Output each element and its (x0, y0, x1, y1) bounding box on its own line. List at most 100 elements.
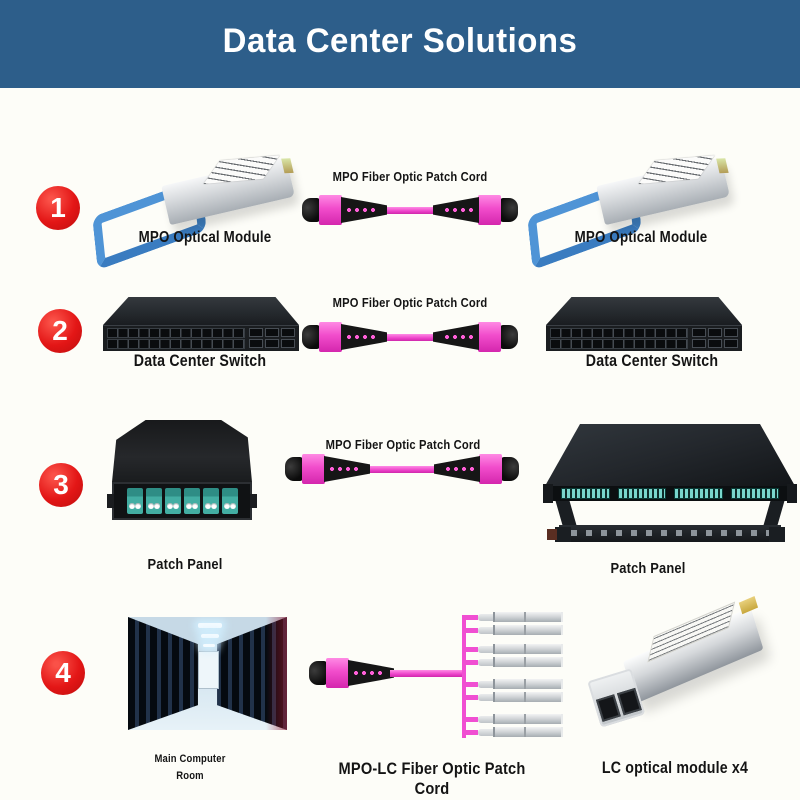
qsfp-sticker (638, 155, 715, 185)
mounting-ear (543, 484, 553, 503)
connector-sleeve (478, 195, 501, 225)
data-center-switch-label-right: Data Center Switch (585, 352, 719, 370)
connector-sleeve (319, 195, 342, 225)
mpo-connector-right (433, 322, 518, 352)
lc-adapter (145, 488, 162, 514)
frame-arm (555, 501, 577, 525)
breakout-mpo-connector (309, 658, 394, 688)
server-room-photo (128, 617, 287, 730)
lc-adapter (126, 488, 143, 514)
data-center-switch-image-right (546, 297, 742, 351)
switch-uplink-ports (692, 328, 738, 348)
cassette-front (107, 482, 257, 520)
lc-body (493, 692, 563, 702)
lc-adapter (164, 488, 181, 514)
lc-body (493, 657, 563, 667)
fiber-cable (387, 206, 433, 214)
connector-tip (500, 198, 518, 222)
lc-body (493, 714, 563, 724)
lc-optical-module-label: LC optical module x4 (601, 759, 749, 777)
lc-stub (465, 659, 478, 665)
lc-connector (465, 726, 563, 738)
cassette-latch (107, 494, 114, 508)
switch-uplink-ports (249, 328, 295, 348)
connector-sleeve (478, 322, 501, 352)
mounting-ear (787, 484, 797, 503)
ceiling-light (202, 644, 216, 648)
ceiling-light (201, 633, 219, 639)
switch-front-face (546, 325, 742, 351)
qsfp-body (596, 155, 730, 226)
lc-connector (465, 678, 563, 690)
server-rack-row-left (128, 617, 198, 730)
lc-stub (465, 729, 478, 735)
lc-port (595, 694, 621, 722)
lc-boot (478, 626, 493, 634)
lc-boot (478, 728, 493, 736)
fiber-cable (370, 465, 434, 473)
mpo-connector-left (302, 195, 387, 225)
main-computer-room-label: Main Computer Room (138, 751, 241, 784)
lc-body (493, 679, 563, 689)
lc-adapter (183, 488, 200, 514)
connector-tip (501, 457, 519, 481)
aqua-port-group (674, 488, 723, 499)
lc-stub (465, 627, 478, 633)
lc-boot (478, 645, 493, 653)
switch-port-row (550, 328, 688, 338)
mpo-patch-cord-image-1 (302, 193, 518, 227)
ceiling-light (197, 622, 222, 629)
frame-arm (763, 501, 785, 525)
patch-panel-cassette-image (107, 420, 257, 520)
mpo-optical-module-label-right: MPO Optical Module (574, 229, 708, 246)
rack-panel-frame (545, 501, 795, 525)
connector-boot (348, 660, 394, 686)
cassette-top (112, 420, 252, 482)
patch-cord-label-2: MPO Fiber Optic Patch Cord (332, 295, 488, 310)
patch-panel-label-right: Patch Panel (610, 560, 686, 577)
rack-panel-ports (543, 484, 797, 503)
step-1-badge: 1 (36, 186, 80, 230)
aqua-port-group (617, 488, 666, 499)
lc-stub (465, 694, 478, 700)
qsfp-connector-end (281, 158, 294, 174)
mpo-connector-left (302, 322, 387, 352)
breakout-trunk (462, 615, 466, 738)
mpo-optical-module-label-left: MPO Optical Module (138, 229, 272, 246)
patch-panel-rack-image (543, 424, 797, 542)
lc-boot (478, 613, 493, 621)
switch-port-row (550, 339, 688, 349)
lc-boot (478, 693, 493, 701)
lc-connector (465, 611, 563, 623)
connector-tip (285, 457, 303, 481)
label-line-1: Main Computer (154, 753, 226, 765)
switch-top-face (546, 297, 742, 325)
connector-boot (433, 324, 479, 350)
qsfp-connector-end (716, 158, 729, 174)
lc-stub (465, 681, 478, 687)
header-banner: Data Center Solutions (0, 0, 800, 88)
lc-stub (465, 716, 478, 722)
lc-body (493, 612, 563, 622)
data-center-switch-label-left: Data Center Switch (133, 352, 267, 370)
lc-optical-module-image (587, 596, 785, 736)
connector-boot (433, 197, 479, 223)
switch-top-face (103, 297, 299, 325)
connector-boot (434, 456, 480, 482)
patch-panel-label-left: Patch Panel (147, 556, 223, 573)
side-tab (547, 529, 557, 540)
step-2-badge: 2 (38, 309, 82, 353)
lc-body (493, 727, 563, 737)
mpo-patch-cord-image-3 (285, 452, 519, 486)
lc-connector (465, 643, 563, 655)
lc-connector (465, 656, 563, 668)
red-light-tint (266, 617, 287, 730)
connector-sleeve (479, 454, 502, 484)
lc-stub (465, 614, 478, 620)
patch-cord-label-3: MPO Fiber Optic Patch Cord (325, 437, 481, 452)
qsfp-sticker (203, 155, 280, 185)
step-4-badge: 4 (41, 651, 85, 695)
data-center-switch-image-left (103, 297, 299, 351)
aqua-port-group (730, 488, 779, 499)
